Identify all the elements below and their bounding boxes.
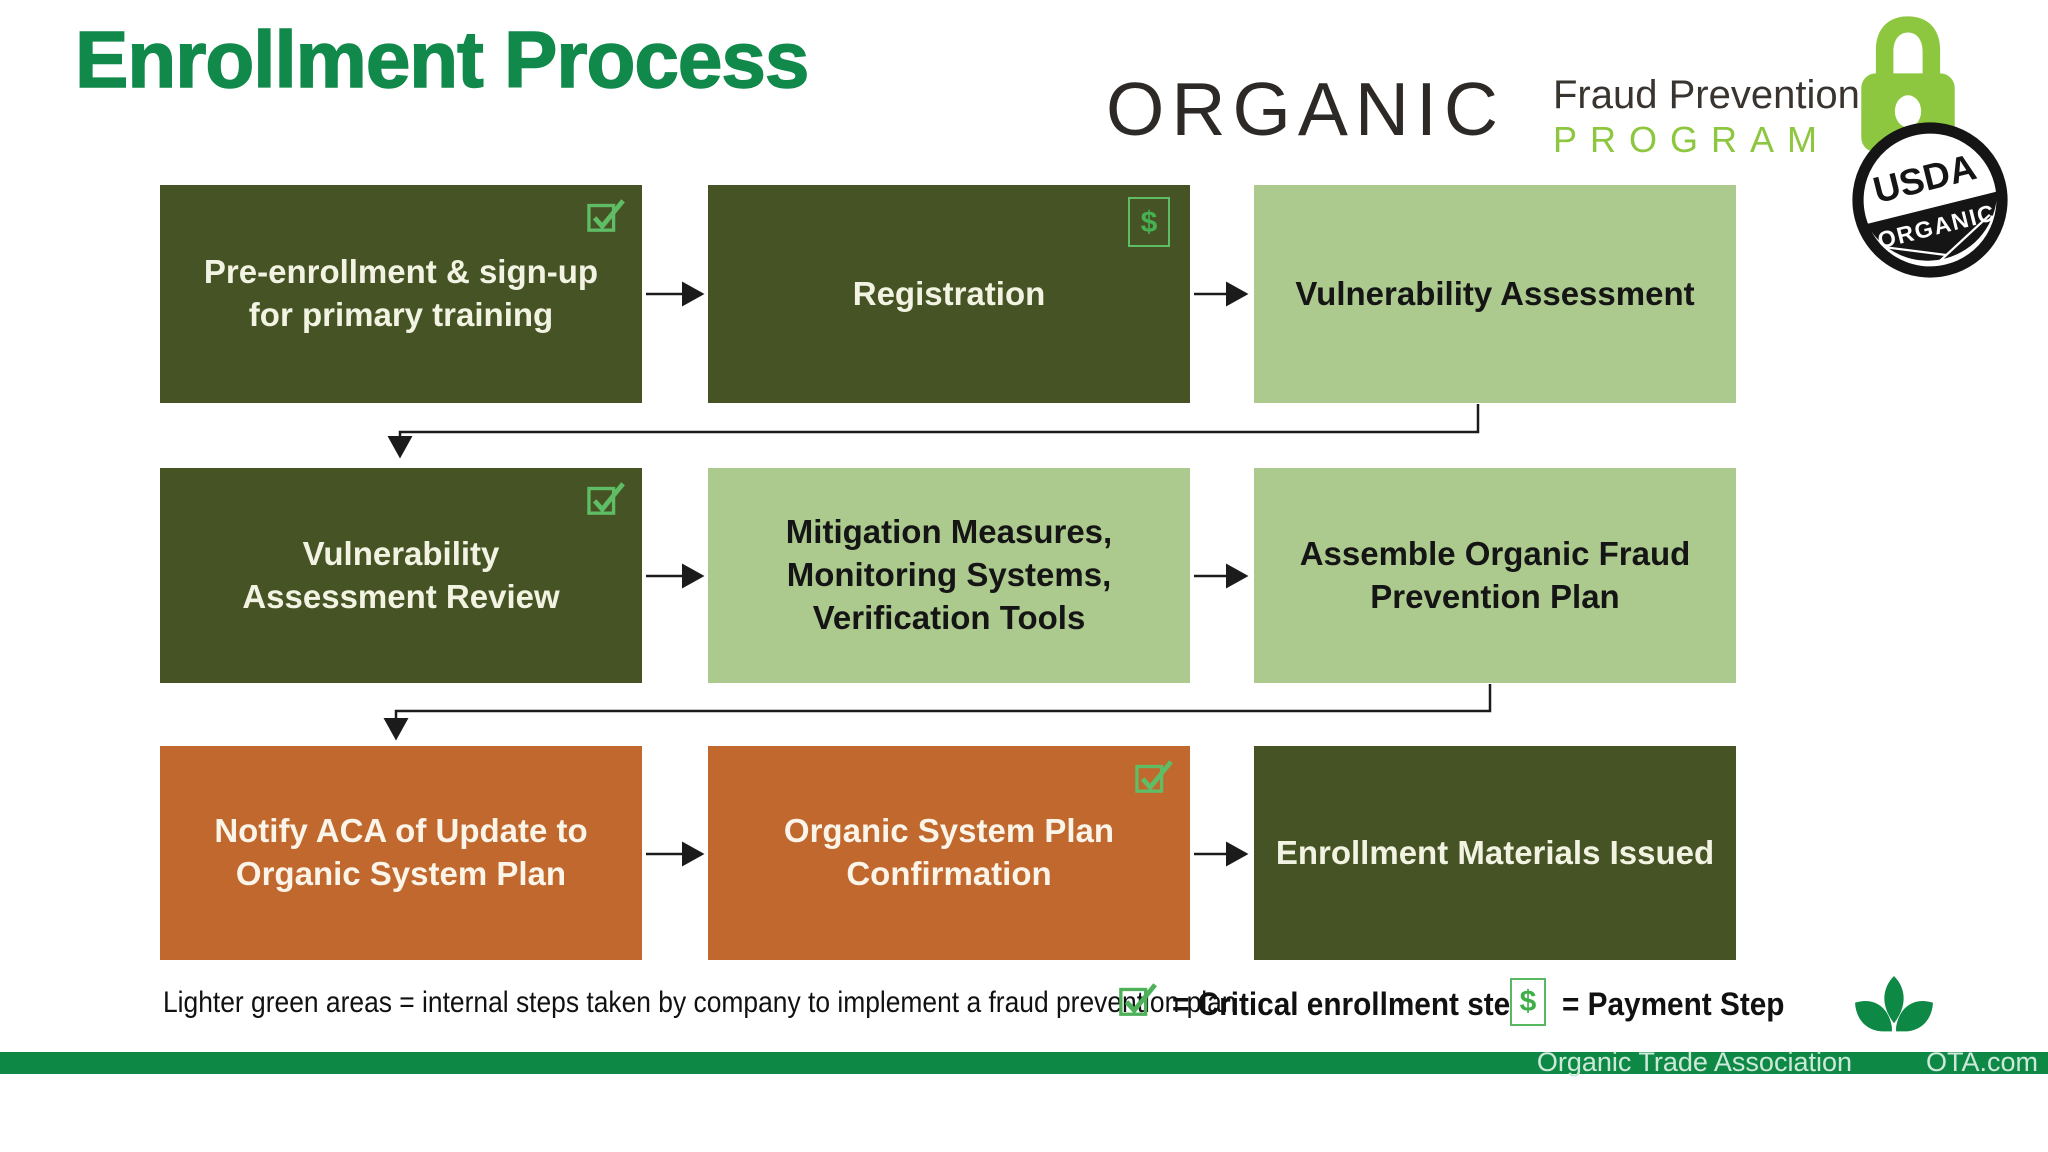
sprout-icon [1855,976,1933,1032]
flow-box-label: Vulnerability Assessment Review [242,534,560,615]
flow-box-osp-confirmation: Organic System Plan Confirmation [708,746,1190,960]
flow-box-label: Organic System Plan Confirmation [783,812,1115,892]
logo-tagline-line1: Fraud Prevention [1553,73,1860,117]
legend-note: Lighter green areas = internal steps tak… [163,986,1237,1019]
flow-box-vulnerability-assessment: Vulnerability Assessment [1254,185,1736,403]
flow-box-label: Vulnerability Assessment [1295,274,1695,312]
flow-box-label: Enrollment Materials Issued [1275,833,1715,871]
usda-organic-seal: USDA ORGANIC [1852,122,2008,278]
critical-step-check-icon [587,199,625,232]
footer-website-link[interactable]: OTA.com [1925,1047,2038,1077]
page-title: Enrollment Process [74,15,810,104]
flow-box-label: Pre-enrollment & sign-up for primary tra… [203,253,599,333]
critical-step-check-icon [1135,760,1173,793]
flow-box-mitigation-measures: Mitigation Measures, Monitoring Systems,… [708,468,1190,683]
footer-organization: Organic Trade Association [1536,1047,1852,1077]
logo-tagline: Fraud Prevention PROGRAM [1553,74,1860,158]
flow-box-enrollment-materials: Enrollment Materials Issued [1254,746,1736,960]
legend-critical-label: = Critical enrollment step [1172,986,1529,1022]
flow-box-registration: Registration $ [708,185,1190,403]
flow-box-label: Notify ACA of Update to Organic System P… [214,812,588,892]
payment-step-dollar-icon: $ [1128,197,1170,247]
flow-box-vulnerability-assessment-review: Vulnerability Assessment Review [160,468,642,683]
flow-box-label: Registration [852,274,1046,312]
logo-brand-text: ORGANIC [1106,67,1506,151]
flow-box-notify-aca: Notify ACA of Update to Organic System P… [160,746,642,960]
logo-tagline-line2: PROGRAM [1553,119,1831,160]
flow-box-assemble-plan: Assemble Organic Fraud Prevention Plan [1254,468,1736,683]
footer-bar [0,1052,2048,1074]
flow-box-label: Mitigation Measures, Monitoring Systems,… [785,513,1113,636]
padlock-icon [1861,16,1955,153]
flow-box-label: Assemble Organic Fraud Prevention Plan [1299,534,1691,615]
legend-dollar-icon: $ [1510,978,1546,1026]
flow-box-pre-enrollment: Pre-enrollment & sign-up for primary tra… [160,185,642,403]
legend-payment-label: = Payment Step [1562,986,1785,1022]
legend-check-icon [1119,983,1157,1016]
critical-step-check-icon [587,482,625,515]
